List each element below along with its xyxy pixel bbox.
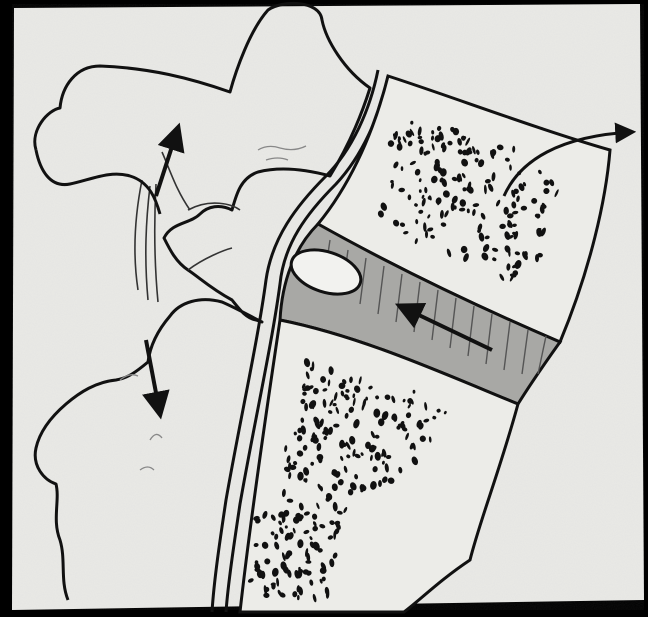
trabecular-dot [304,403,308,411]
trabecular-dot [451,203,455,212]
trabecular-dot [348,489,353,495]
trabecular-dot [378,480,382,487]
trabecular-dot [401,166,404,171]
trabecular-dot [397,143,403,150]
trabecular-dot [453,128,459,135]
